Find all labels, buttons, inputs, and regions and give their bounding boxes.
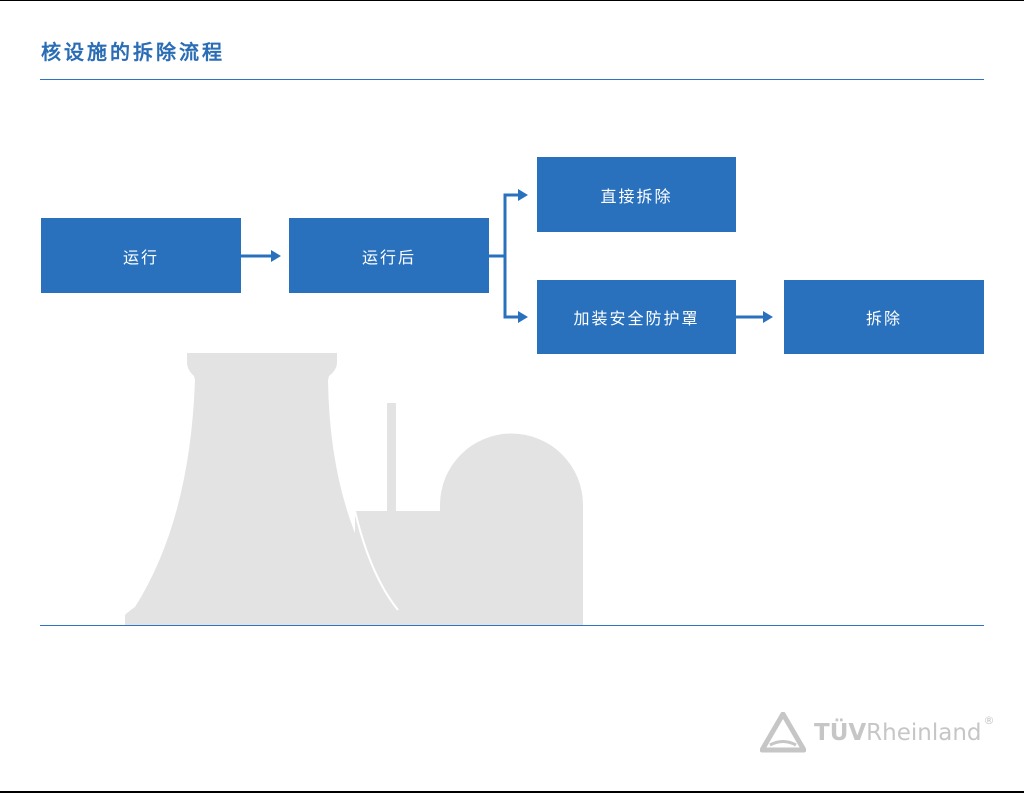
reactor-dome-shape: [440, 433, 583, 625]
node-label: 拆除: [865, 309, 902, 328]
edge-post-to-direct: [489, 193, 520, 258]
flow-node-operation: 运行: [41, 218, 241, 293]
tuv-rheinland-logo: TÜV Rheinland ®: [760, 712, 995, 754]
edge-post-to-enclosure: [503, 256, 520, 319]
flow-node-safe-enclosure: 加装安全防护罩: [537, 280, 736, 354]
logo-brand-regular: Rheinland: [866, 720, 982, 746]
arrowhead-icon: [271, 250, 281, 262]
flow-node-dismantling: 拆除: [784, 280, 984, 354]
tuv-triangle-icon: [760, 712, 806, 753]
title-divider: [40, 79, 984, 80]
node-label: 加装安全防护罩: [573, 309, 700, 328]
chimney-shape: [387, 403, 396, 513]
footer-divider: [40, 625, 984, 626]
node-label: 直接拆除: [600, 186, 673, 206]
flow-node-direct-dismantling: 直接拆除: [537, 157, 736, 232]
slide-title: 核设施的拆除流程: [41, 40, 225, 64]
node-label: 运行: [122, 247, 159, 267]
arrowhead-icon: [763, 311, 773, 323]
arrowhead-icon: [518, 189, 528, 201]
arrowhead-icon: [518, 311, 528, 323]
slide-bottom-border: [0, 791, 1024, 793]
flow-node-post-operation: 运行后: [289, 218, 489, 293]
slide-top-border: [0, 0, 1024, 1]
cooling-tower-shape: [125, 353, 402, 625]
logo-brand-bold: TÜV: [814, 720, 867, 746]
node-label: 运行后: [361, 247, 416, 267]
logo-registered-mark: ®: [983, 714, 995, 727]
